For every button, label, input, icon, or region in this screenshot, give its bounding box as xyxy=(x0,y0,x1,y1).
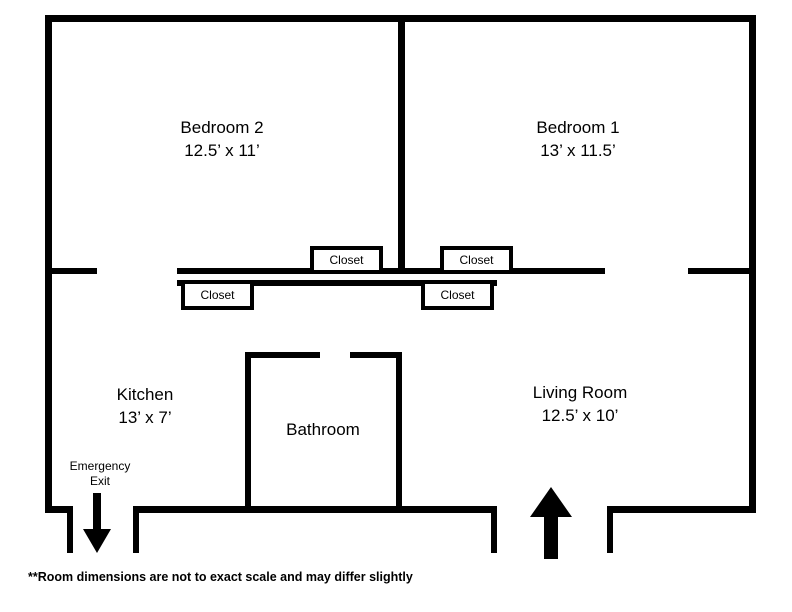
room-label-bedroom2: Bedroom 2 12.5’ x 11’ xyxy=(122,116,322,162)
wall-mid-upper-right xyxy=(688,268,756,274)
room-name-bathroom: Bathroom xyxy=(286,420,360,439)
room-label-bathroom: Bathroom xyxy=(250,418,396,441)
wall-outer-left xyxy=(45,15,52,513)
room-dims-bedroom2: 12.5’ x 11’ xyxy=(184,141,260,160)
closet-bedroom1: Closet xyxy=(440,246,513,270)
wall-bottom-center-segment xyxy=(133,506,497,513)
room-name-bedroom2: Bedroom 2 xyxy=(180,118,264,137)
emergency-exit-jamb-right xyxy=(133,506,139,553)
closet-label: Closet xyxy=(329,253,364,267)
closet-label: Closet xyxy=(200,288,235,302)
room-label-living-room: Living Room 12.5’ x 10’ xyxy=(480,381,680,427)
closet-hall-left: Closet xyxy=(181,284,254,310)
closet-hall-right: Closet xyxy=(421,284,494,310)
room-label-kitchen: Kitchen 13’ x 7’ xyxy=(70,383,220,429)
wall-bedroom-divider xyxy=(398,15,405,274)
wall-bathroom-left xyxy=(245,352,251,513)
closet-label: Closet xyxy=(440,288,475,302)
wall-outer-right xyxy=(749,15,756,513)
room-name-bedroom1: Bedroom 1 xyxy=(536,118,620,137)
wall-bathroom-right xyxy=(396,352,402,513)
room-name-kitchen: Kitchen xyxy=(116,385,174,404)
room-label-bedroom1: Bedroom 1 13’ x 11.5’ xyxy=(478,116,678,162)
entrance-arrow-icon xyxy=(530,487,572,559)
room-dims-kitchen: 13’ x 7’ xyxy=(118,408,172,427)
wall-mid-lower xyxy=(177,280,497,286)
entrance-jamb-left xyxy=(491,506,497,553)
wall-mid-upper-center xyxy=(177,268,605,274)
wall-bottom-left-segment xyxy=(45,506,73,513)
entrance-jamb-right xyxy=(607,506,613,553)
wall-mid-upper-left xyxy=(45,268,97,274)
wall-bathroom-top-left xyxy=(245,352,320,358)
room-dims-bedroom1: 13’ x 11.5’ xyxy=(540,141,616,160)
room-dims-living-room: 12.5’ x 10’ xyxy=(541,406,619,425)
wall-bathroom-top-right xyxy=(350,352,402,358)
emergency-exit-label-line2: Exit xyxy=(89,474,110,488)
closet-label: Closet xyxy=(459,253,494,267)
footnote-disclaimer: **Room dimensions are not to exact scale… xyxy=(28,570,413,584)
emergency-exit-label-line1: Emergency xyxy=(69,459,131,473)
closet-bedroom2: Closet xyxy=(310,246,383,270)
emergency-exit-label: Emergency Exit xyxy=(55,459,145,489)
emergency-exit-arrow-icon xyxy=(83,493,111,553)
room-name-living-room: Living Room xyxy=(532,383,628,402)
wall-bottom-right-segment xyxy=(607,506,756,513)
emergency-exit-jamb-left xyxy=(67,506,73,553)
